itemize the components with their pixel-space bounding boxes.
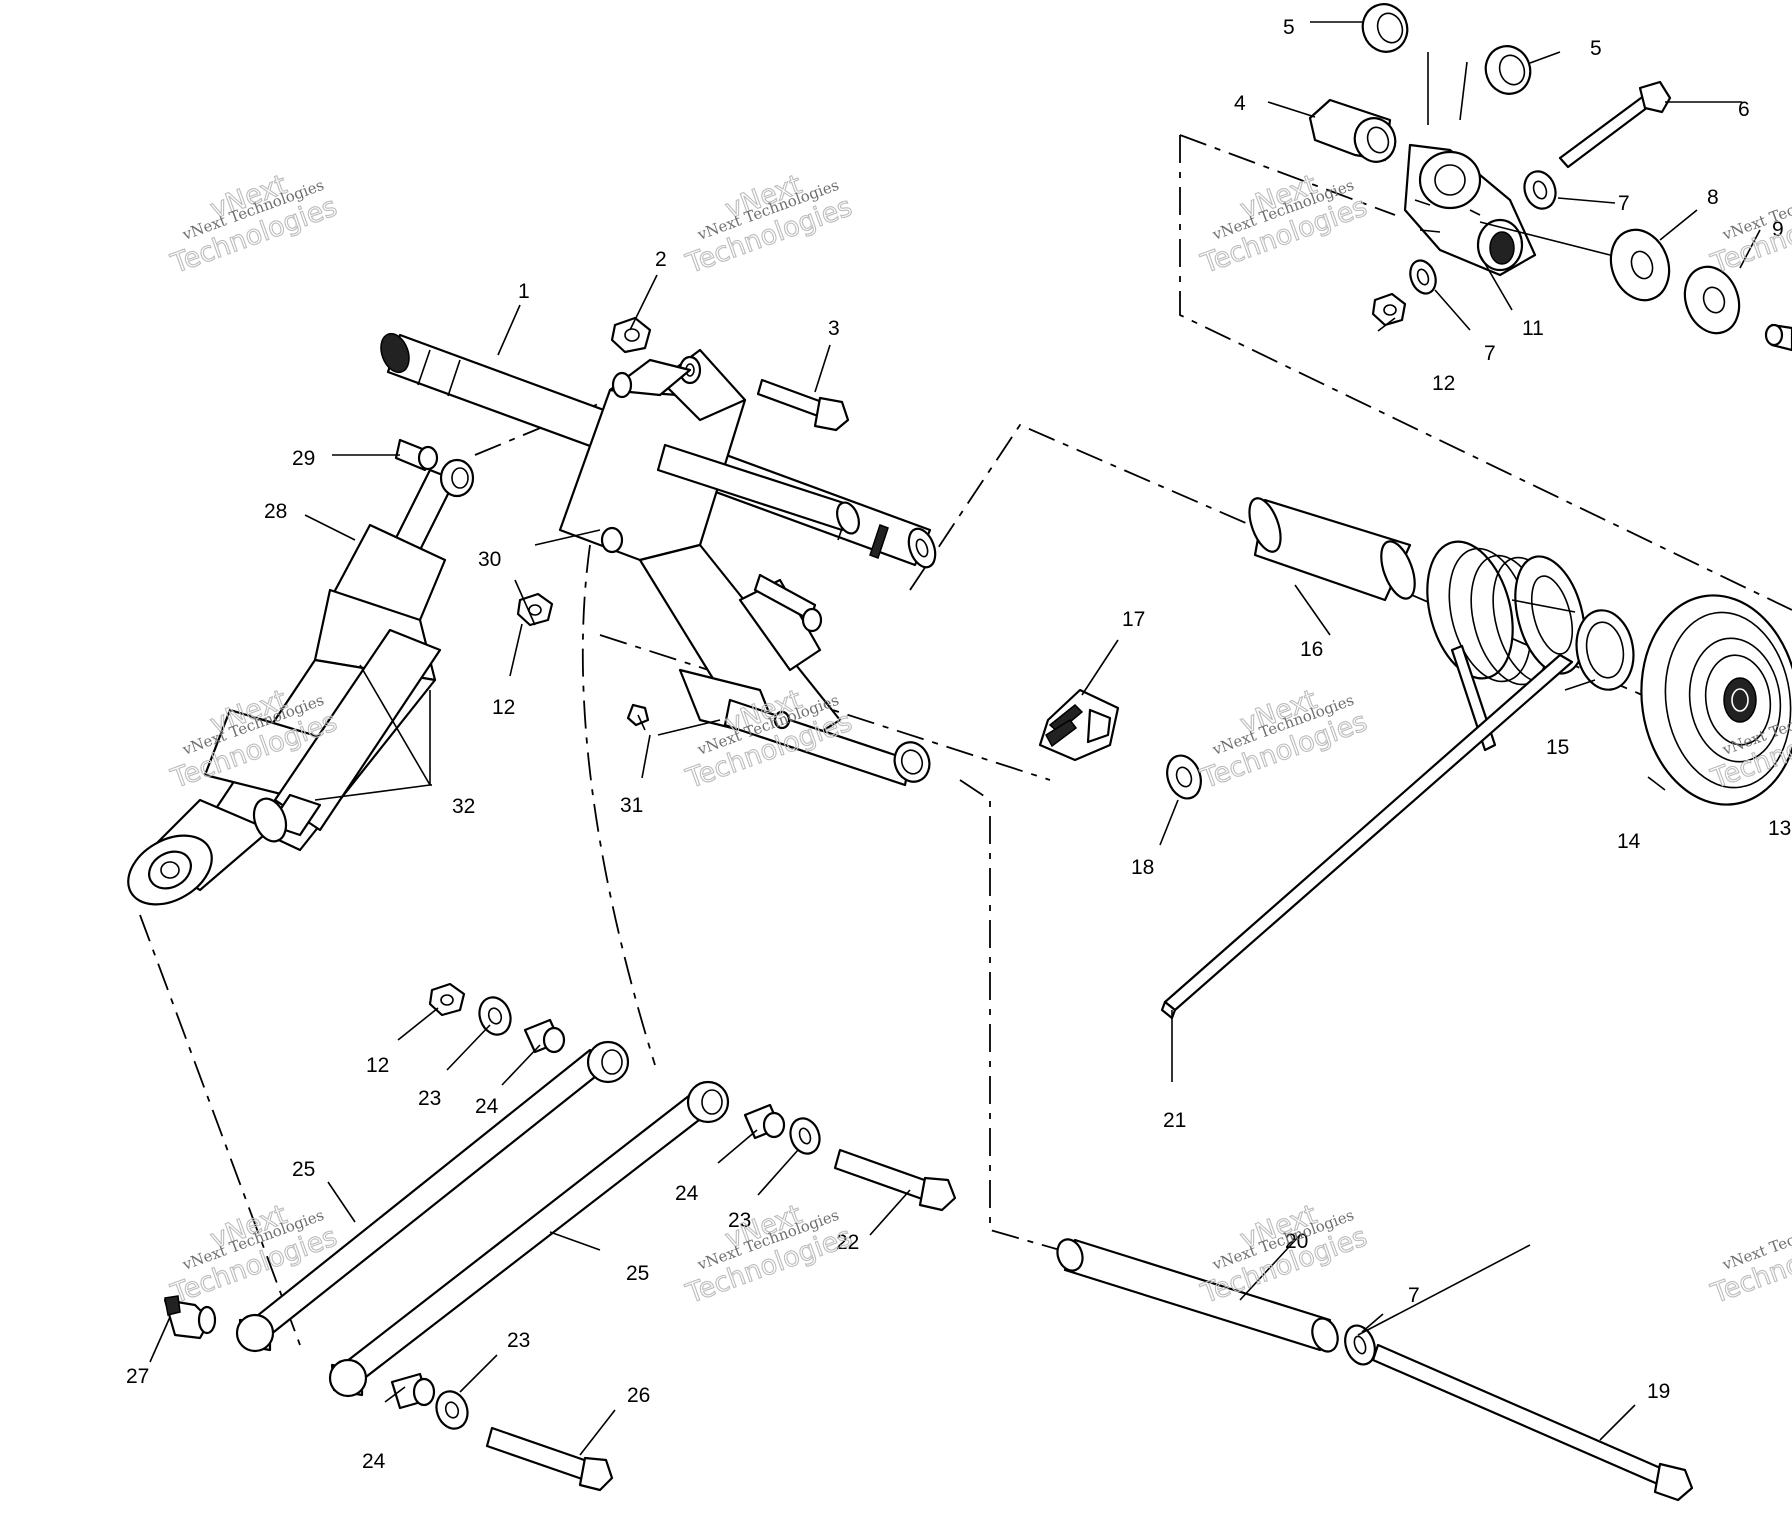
part-24-bushing-b [743,1103,786,1140]
callout-31: 31 [620,794,643,817]
part-16-spacer-tube [1248,497,1416,602]
part-19-bolt [1371,1343,1694,1502]
callout-7-top: 7 [1618,192,1630,215]
leader-lines [149,21,1761,1456]
part-7-washer-b [1409,259,1437,295]
callout-2: 2 [655,248,667,271]
callout-12-mid: 12 [492,696,515,719]
part-7-washer-a [1523,170,1557,210]
part-17-slide-block [1038,688,1120,762]
part-25-link-lower [328,1080,730,1398]
callout-19: 19 [1647,1380,1670,1403]
callout-28: 28 [264,500,287,523]
part-12-nut-b [1371,292,1407,327]
callout-7-bottom: 7 [1408,1284,1420,1307]
callout-23-a: 23 [418,1087,441,1110]
callout-18: 18 [1131,856,1154,879]
callout-20: 20 [1285,1230,1308,1253]
part-29-bushing [394,438,439,472]
watermark-2: vNext vNext Technologies Technologies [681,169,857,281]
callout-3: 3 [828,317,840,340]
callout-23-b: 23 [728,1209,751,1232]
callout-1: 1 [518,280,530,303]
callout-6: 6 [1738,98,1750,121]
part-5-bushing-b [1484,45,1532,95]
callout-27: 27 [126,1365,149,1388]
callout-21: 21 [1163,1109,1186,1132]
part-12-nut-c [428,982,466,1017]
part-2-nut [610,316,652,354]
assembly-dash-lines [139,134,1792,1346]
part-20-spacer-tube [1056,1238,1339,1353]
callout-15: 15 [1546,736,1569,759]
callout-8: 8 [1707,186,1719,209]
part-27-grease-fitting [163,1295,217,1340]
watermark-1: vNext vNext Technologies Technologies [166,169,342,281]
callout-12-low: 12 [366,1054,389,1077]
callout-7-mid: 7 [1484,342,1496,365]
part-26-bolt [485,1426,614,1492]
part-22-bolt [833,1148,957,1212]
callout-24-a: 24 [475,1095,499,1118]
part-23-washer-a [478,996,512,1036]
callout-11: 11 [1522,317,1544,340]
callout-labels: 1 2 3 4 5 5 6 7 7 7 8 9 11 12 12 12 13 1… [126,16,1791,1473]
part-11-pivot-arm [1403,143,1537,277]
callout-4: 4 [1234,92,1246,115]
callout-5-top: 5 [1283,16,1295,39]
part-14-idler-wheel [1640,594,1792,806]
watermark-12: Technologies vNext Technologies [1706,1206,1792,1311]
callout-25-lower: 25 [626,1262,649,1285]
part-31-grease-fitting [626,703,791,731]
part-18-washer [1166,754,1202,800]
part-3-bolt [756,378,850,432]
part-23-washer-b [789,1117,821,1155]
callout-25-upper: 25 [292,1158,315,1181]
callout-32: 32 [452,795,475,818]
callout-24-c: 24 [362,1450,386,1473]
callout-5-right: 5 [1590,37,1602,60]
part-8-washer [1609,228,1671,302]
callout-30: 30 [478,548,501,571]
part-6-bolt [1558,80,1672,169]
watermark-3: vNext vNext Technologies Technologies [1196,169,1372,281]
part-9-washer [1683,265,1792,352]
callout-29: 29 [292,447,315,470]
callout-17: 17 [1122,608,1145,631]
callout-22: 22 [836,1231,859,1254]
callout-24-b: 24 [675,1182,699,1205]
callout-9: 9 [1772,218,1784,241]
callout-26: 26 [627,1384,650,1407]
part-21-torsion-spring [1160,540,1586,1020]
part-25-link-upper [235,1040,630,1353]
part-24-bushing-c [390,1372,436,1410]
part-5-bushing-a [1361,3,1409,53]
callout-14: 14 [1617,830,1641,853]
part-7-washer-c [1344,1324,1376,1366]
part-15-washer [1575,609,1635,691]
callout-13: 13 [1768,817,1791,840]
part-12-nut-a [516,592,554,627]
watermark-9: vNext vNext Technologies Technologies [1196,1199,1372,1311]
watermark-6: vNext vNext Technologies Technologies [1196,684,1372,796]
callout-12-top: 12 [1432,372,1455,395]
part-24-bushing-a [523,1018,566,1054]
part-4-flanged-bushing [1308,98,1397,163]
part-23-washer-c [435,1390,469,1430]
callout-16: 16 [1300,638,1323,661]
callout-23-c: 23 [507,1329,530,1352]
part-30-swing-arm-bracket [558,348,931,787]
part-28-shock-absorber [127,458,475,906]
